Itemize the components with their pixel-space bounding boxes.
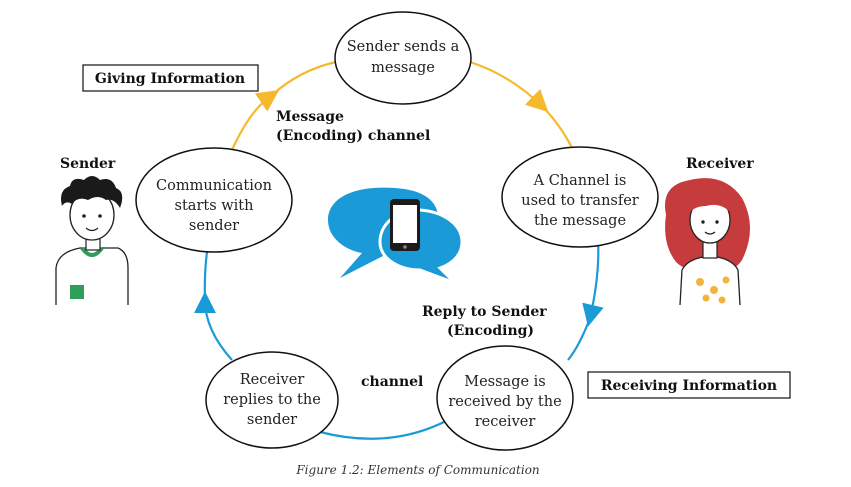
receiver-avatar [665, 178, 750, 306]
node-left-line-3: sender [189, 218, 239, 234]
blue-arc-left [194, 291, 233, 361]
chat-phone-icon [328, 187, 464, 285]
node-left: Communication starts with sender [135, 147, 293, 253]
blue-arc-left-upper [203, 244, 210, 301]
message-channel-label-line-1: Message [276, 109, 344, 125]
blue-arc-right-lower [567, 317, 592, 361]
node-top: Sender sends a message [334, 11, 472, 105]
node-left-line-1: Communication [156, 178, 272, 194]
cycle-paths [194, 60, 604, 440]
giving-information-box: Giving Information [82, 64, 259, 92]
sender-avatar [55, 176, 129, 305]
node-right-line-2: used to transfer [521, 193, 639, 209]
message-channel-label-line-2: (Encoding) channel [276, 128, 430, 144]
sender-label: Sender [60, 156, 116, 172]
receiving-information-label: Receiving Information [601, 378, 777, 394]
yellow-arc-left [230, 90, 280, 151]
node-top-line-2: message [371, 60, 435, 76]
yellow-arc-left-upper [271, 60, 337, 96]
node-bottom-left-line-2: replies to the [223, 392, 321, 408]
node-bottom-right-line-1: Message is [464, 374, 546, 390]
node-left-line-2: starts with [175, 198, 254, 214]
node-bottom-right-line-3: receiver [475, 414, 536, 430]
receiver-label: Receiver [686, 156, 754, 172]
node-bottom-right: Message is received by the receiver [436, 345, 574, 451]
node-right: A Channel is used to transfer the messag… [501, 146, 659, 248]
node-top-line-1: Sender sends a [347, 39, 460, 55]
figure-caption: Figure 1.2: Elements of Communication [295, 463, 539, 477]
channel-label: channel [361, 374, 423, 390]
node-bottom-right-line-2: received by the [448, 394, 561, 410]
yellow-arc-right [469, 60, 549, 113]
reply-to-sender-label-line-1: Reply to Sender [422, 304, 547, 320]
blue-arc-bottom [319, 419, 449, 440]
node-right-line-1: A Channel is [533, 173, 627, 189]
node-bottom-left-line-3: sender [247, 412, 297, 428]
node-bottom-left: Receiver replies to the sender [205, 351, 339, 449]
giving-information-label: Giving Information [95, 71, 245, 87]
node-bottom-left-line-1: Receiver [240, 372, 305, 388]
blue-arc-right [582, 237, 604, 327]
receiving-information-box: Receiving Information [587, 371, 791, 399]
node-right-line-3: the message [534, 213, 626, 229]
reply-to-sender-label-line-2: (Encoding) [447, 323, 534, 339]
